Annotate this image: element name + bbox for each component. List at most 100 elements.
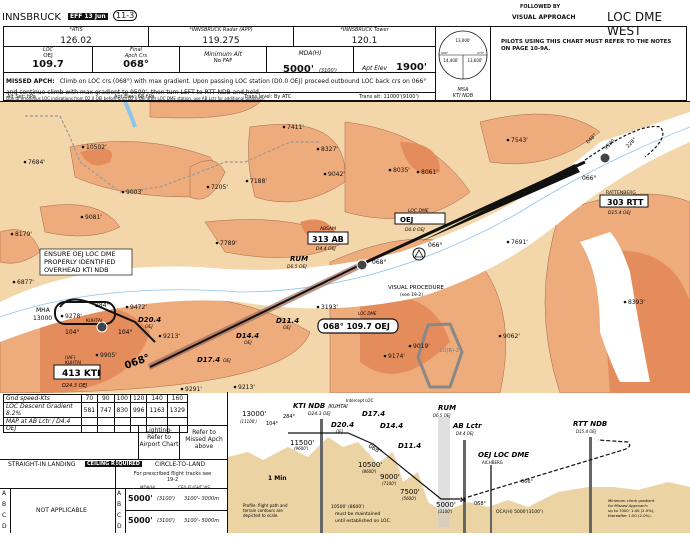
- speed: 140: [146, 394, 168, 403]
- inn-valley: [0, 112, 690, 342]
- course-104: 104°: [65, 329, 79, 336]
- speed: 120: [129, 394, 148, 403]
- msa-label: MSA: [457, 87, 469, 93]
- p-note10500: must be maintained: [335, 511, 380, 517]
- comm-atis: *ATIS 126.02: [4, 27, 149, 47]
- spot-elevation: 10502': [86, 144, 107, 151]
- ab-mast: [463, 440, 466, 533]
- p-068b: 068°: [474, 501, 487, 507]
- p-climb: Minimum climb gradient: [608, 498, 655, 503]
- fix-d11: D11.4: [276, 317, 299, 325]
- p-one-min: 1 Min: [268, 475, 287, 482]
- spot-elevation: 9003': [126, 189, 143, 196]
- apt-elev-cell: Apt Elev 1900': [354, 47, 436, 73]
- spot-elevation-dot: [12, 280, 16, 284]
- final-course: 068°: [123, 59, 149, 70]
- spot-elevation: 8061': [421, 169, 438, 176]
- not-applicable: NOT APPLICABLE: [36, 507, 87, 514]
- comm-freq: 120.1: [351, 36, 378, 46]
- ceil-vis-header: CEIL-FLIGHT VIS: [178, 485, 210, 490]
- p-3100: (3100'): [438, 509, 453, 514]
- rate: 1163: [146, 402, 168, 418]
- min-alt-cell: Minimum Alt No FAF: [180, 47, 267, 73]
- fix-d14-sub: OEJ: [244, 340, 252, 346]
- p-d11: D11.4: [398, 442, 421, 450]
- spot-elevation-dot: [416, 170, 420, 174]
- p-aichberg: AICHBERG: [482, 460, 503, 465]
- kti-ndb-box: [53, 364, 101, 380]
- p-note10500: 10500' (8600'): [331, 504, 364, 510]
- min-alt: No FAF: [213, 58, 233, 64]
- side-valley: [580, 232, 650, 382]
- spot-elevation: 7543': [511, 137, 528, 144]
- course-066: 066°: [428, 242, 442, 249]
- msa-bearing: 270°: [477, 51, 485, 55]
- grad-label: LOC Descent Gradient: [6, 403, 73, 410]
- airport-name: INNSBRUCK: [2, 12, 61, 23]
- crs-label: Final: [130, 47, 142, 53]
- spot-elevation: 7789': [220, 240, 237, 247]
- plan-view: LO(R)-2 10502'7684'9003'7205'7188'7411'8…: [0, 101, 690, 394]
- apt-elev: 1900': [396, 62, 427, 73]
- title-bar: INNSBRUCK EFF 13 Jun 11-3 FOLLOWED BY VI…: [0, 0, 690, 38]
- spot-elevation-dot: [408, 344, 412, 348]
- p-9000: 9000': [380, 473, 400, 481]
- spot-elevation: 6877': [17, 279, 34, 286]
- kti-holding: [54, 301, 116, 325]
- spot-elevation-dot: [80, 215, 84, 219]
- kti-mast: [320, 419, 323, 533]
- spot-elevation: 9472': [130, 304, 147, 311]
- alt-set: Alt Set: hPa: [7, 94, 36, 100]
- speed: 100: [113, 394, 131, 403]
- absam-name: ABSAM: [320, 226, 336, 232]
- crs-label: Apch Crs: [124, 53, 148, 59]
- kti-dist: D24.3 OEJ: [62, 383, 88, 389]
- mda-height: (3100'): [318, 68, 337, 74]
- msa-bearing: 090°: [441, 51, 449, 55]
- kti-iaf: (IAF): [65, 355, 76, 361]
- refer-missed: Refer to Missed Apch above: [185, 429, 223, 450]
- spot-elevation: 9213': [238, 384, 255, 391]
- rtt-box: [599, 194, 649, 208]
- p-9600: (9600'): [294, 446, 309, 451]
- course-104-b: 104°: [118, 329, 132, 336]
- spot-elevation: 9062': [503, 333, 520, 340]
- tracks-note: For prescribed flight tracks see 19-2: [133, 471, 212, 483]
- loc-frequency-box: [317, 318, 399, 334]
- profile-labels: KTI NDB /KUHTAI D24.3 OEJ Intercept LOC …: [240, 398, 655, 524]
- aircraft-category: D: [2, 523, 7, 530]
- spot-elevation: 9291': [185, 386, 202, 393]
- spot-elevation: 8327': [321, 146, 338, 153]
- rate: 581: [80, 402, 99, 418]
- subtitle-prefix: FOLLOWED BY: [520, 4, 561, 10]
- spot-elevation: 7684': [28, 159, 45, 166]
- spot-elevation-dot: [498, 334, 502, 338]
- spot-elevation-dot: [282, 125, 286, 129]
- p-104: 104°: [266, 421, 279, 427]
- spot-elevation: 9213': [163, 333, 180, 340]
- procedure-turn: [59, 298, 156, 343]
- ensure-note-line: PROPERLY IDENTIFIED: [44, 258, 115, 266]
- chart-notes: PILOTS USING THIS CHART MUST REFER TO TH…: [501, 39, 672, 52]
- p-climb: up to 7000' 1:40 (2.5%),: [608, 508, 655, 513]
- loc-frequency: 068° 109.7 OEJ: [323, 322, 390, 331]
- p-d17: D17.4: [362, 410, 385, 418]
- altimeter-row: Alt Set: hPa Apt Elev: 68 hPa Trans leve…: [4, 93, 436, 101]
- spot-elevation: 3193': [321, 304, 338, 311]
- course-066-b: 066°: [582, 175, 596, 182]
- fix-d20-sub: OEJ: [145, 324, 153, 330]
- briefing-strip: *ATIS 126.02 *INNSBRUCK Radar (APP) 119.…: [3, 26, 687, 101]
- spot-elevation: 9081': [85, 214, 102, 221]
- comm-label: *INNSBRUCK Radar (APP): [189, 27, 253, 33]
- profile-terrain: [228, 437, 690, 533]
- spot-elevation-dot: [125, 305, 129, 309]
- spot-elevations: 10502'7684'9003'7205'7188'7411'8327'9042…: [10, 124, 645, 393]
- loc-freq: 109.7: [32, 59, 64, 70]
- spot-elevation: 8393': [628, 299, 645, 306]
- inn-river: [0, 126, 690, 318]
- p-intercept: Intercept LOC: [346, 398, 374, 403]
- p-d14: D14.4: [380, 422, 403, 430]
- comm-label: *INNSBRUCK Tower: [340, 27, 389, 33]
- profile-descent-path: [288, 432, 460, 500]
- spot-elevation-dot: [95, 353, 99, 357]
